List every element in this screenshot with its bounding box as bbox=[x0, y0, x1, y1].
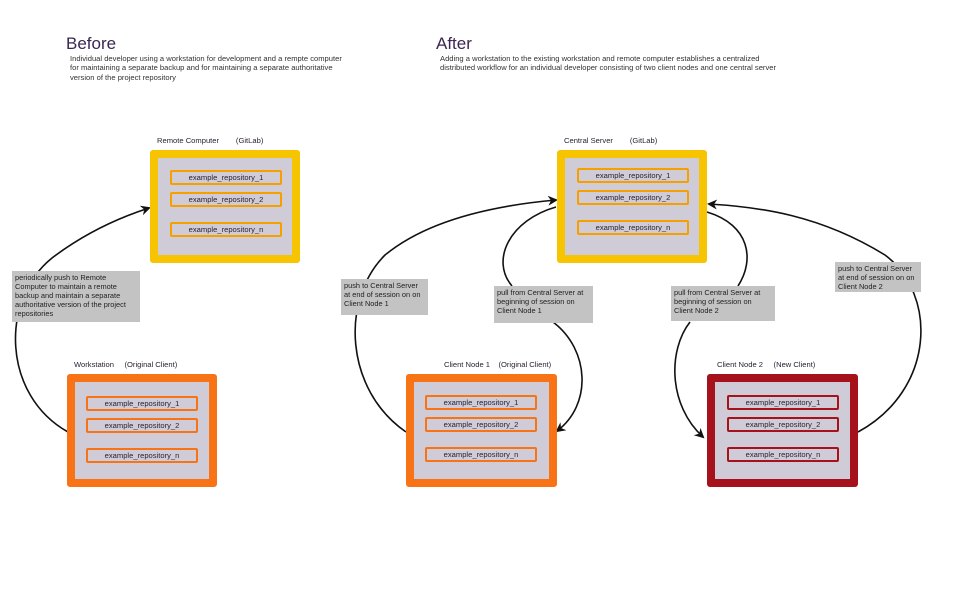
client-node-1-label: Client Node 1 (Original Client) bbox=[444, 360, 552, 369]
arrow-client1-push bbox=[354, 195, 558, 433]
client-node-2-box: example_repository_1 example_repository_… bbox=[707, 374, 858, 487]
remote-repo-1: example_repository_1 bbox=[170, 170, 282, 185]
after-title: After bbox=[436, 34, 472, 53]
client1-repo-2: example_repository_2 bbox=[425, 417, 537, 432]
server-repo-1: example_repository_1 bbox=[577, 168, 689, 183]
remote-repo-2: example_repository_2 bbox=[170, 192, 282, 207]
before-description: Individual developer using a workstation… bbox=[70, 54, 342, 82]
workstation-repo-1: example_repository_1 bbox=[86, 396, 198, 411]
client-node-2-label: Client Node 2 (New Client) bbox=[717, 360, 816, 369]
workstation-label: Workstation (Original Client) bbox=[74, 360, 178, 369]
workstation-repo-n: example_repository_n bbox=[86, 448, 198, 463]
remote-computer-box: example_repository_1 example_repository_… bbox=[150, 150, 300, 263]
note-periodic-push: periodically push to Remote Computer to … bbox=[12, 271, 140, 322]
after-description: Adding a workstation to the existing wor… bbox=[440, 54, 776, 73]
note-push-client2: push to Central Server at end of session… bbox=[835, 262, 921, 292]
remote-computer-label: Remote Computer (GitLab) bbox=[157, 136, 264, 145]
client1-repo-n: example_repository_n bbox=[425, 447, 537, 462]
client2-repo-2: example_repository_2 bbox=[727, 417, 839, 432]
before-title: Before bbox=[66, 34, 117, 53]
client2-repo-n: example_repository_n bbox=[727, 447, 839, 462]
workstation-box: example_repository_1 example_repository_… bbox=[67, 374, 217, 487]
client2-repo-1: example_repository_1 bbox=[727, 395, 839, 410]
client1-repo-1: example_repository_1 bbox=[425, 395, 537, 410]
workstation-repo-2: example_repository_2 bbox=[86, 418, 198, 433]
central-server-label: Central Server (GitLab) bbox=[564, 136, 658, 145]
arrow-server-pull-client2 bbox=[674, 211, 748, 437]
central-server-box: example_repository_1 example_repository_… bbox=[557, 150, 707, 263]
remote-repo-n: example_repository_n bbox=[170, 222, 282, 237]
note-pull-client2: pull from Central Server at beginning of… bbox=[671, 286, 775, 321]
arrow-client2-push bbox=[707, 199, 922, 433]
server-repo-2: example_repository_2 bbox=[577, 190, 689, 205]
arrow-server-pull-client1 bbox=[502, 206, 583, 431]
note-pull-client1: pull from Central Server at beginning of… bbox=[494, 286, 593, 323]
client-node-1-box: example_repository_1 example_repository_… bbox=[406, 374, 557, 487]
note-push-client1: push to Central Server at end of session… bbox=[341, 279, 428, 315]
server-repo-n: example_repository_n bbox=[577, 220, 689, 235]
